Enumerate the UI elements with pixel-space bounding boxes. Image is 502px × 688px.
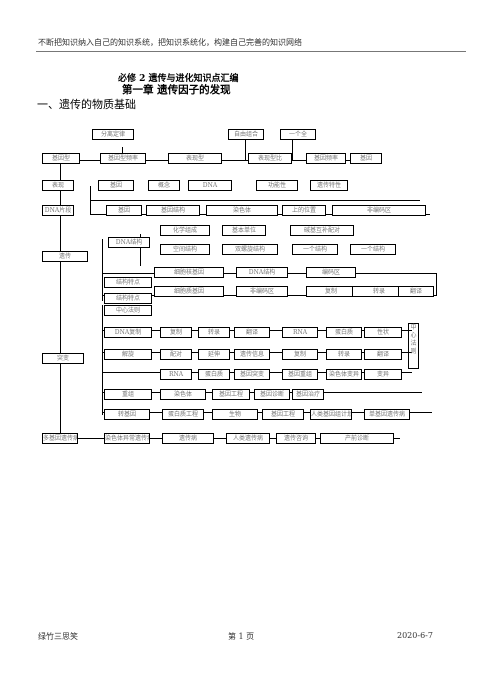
diagram-node: 基因治疗 <box>292 389 324 400</box>
diagram-node: 人类遗传病 <box>226 433 270 444</box>
diagram-node: 性状 <box>364 327 402 338</box>
diagram-node: RNA <box>160 369 192 380</box>
diagram-node: 碱基互补配对 <box>290 225 354 236</box>
diagram-node: 一个结构 <box>350 244 396 255</box>
diagram-node: DNA <box>188 180 232 191</box>
diagram-node: 染色体变异 <box>326 369 362 380</box>
diagram-node: 基因重组 <box>282 369 318 380</box>
diagram-node: 基因型频率 <box>100 153 146 164</box>
central-dogma-label: 中心法则 <box>408 323 419 369</box>
diagram-node: DNA结构 <box>236 267 288 278</box>
diagram-node: 翻译 <box>234 327 270 338</box>
diagram-node: 中心法则 <box>104 305 152 316</box>
diagram-node: 单基因遗传病 <box>364 409 410 420</box>
connector <box>245 138 246 160</box>
diagram-node: 基因工程 <box>262 409 304 420</box>
diagram-node: 非编码区 <box>332 205 426 216</box>
diagram-node: DNA复制 <box>104 327 152 338</box>
diagram-node: 基因诊断 <box>254 389 290 400</box>
diagram-node: 一个全 <box>280 129 316 140</box>
diagram-node: 转基因 <box>104 409 150 420</box>
diagram-node: 非编码区 <box>236 286 288 297</box>
section-title: 一、遗传的物质基础 <box>37 98 136 111</box>
diagram-node: 概念 <box>148 180 180 191</box>
diagram-node: 编码区 <box>306 267 356 278</box>
connector <box>140 234 141 266</box>
diagram-node: 基因结构 <box>146 205 200 216</box>
diagram-node: 转录 <box>326 349 362 360</box>
diagram-node: 配对 <box>160 349 192 360</box>
diagram-node: 细胞质基因 <box>154 286 224 297</box>
diagram-node: 表现型比 <box>248 153 292 164</box>
diagram-node: 复制 <box>306 286 356 297</box>
connector <box>102 305 103 415</box>
diagram-node: 基因 <box>350 153 382 164</box>
diagram-node: 表现 <box>42 180 74 191</box>
diagram-node: 蛋白质 <box>326 327 362 338</box>
diagram-node: 基因频率 <box>306 153 346 164</box>
diagram-node: 变异 <box>364 369 402 380</box>
diagram-node: 蛋白质 <box>198 369 230 380</box>
diagram-node: 翻译 <box>364 349 402 360</box>
footer-date: 2020-6-7 <box>397 631 433 640</box>
diagram-node: 基本单位 <box>222 225 266 236</box>
diagram-node: 染色体 <box>160 389 206 400</box>
diagram-node: 翻译 <box>398 286 434 297</box>
header-rule <box>36 51 466 52</box>
diagram-node: DNA结构 <box>108 237 150 248</box>
diagram-node: 上的位置 <box>282 205 326 216</box>
connector <box>90 200 420 201</box>
diagram-node: 突变 <box>42 353 84 364</box>
diagram-node: 复制 <box>282 349 318 360</box>
diagram-node: 功能性 <box>256 180 298 191</box>
diagram-node: 多基因遗传病 <box>42 433 78 444</box>
diagram-node: 重组 <box>104 389 152 400</box>
diagram-node: 转录 <box>198 327 230 338</box>
footer-left: 绿竹三思笑 <box>38 632 78 641</box>
diagram-node: DNA片段 <box>42 205 74 216</box>
connector <box>436 273 437 295</box>
diagram-node: 遗传 <box>42 251 88 262</box>
diagram-node: 分离定律 <box>92 129 134 140</box>
diagram-node: 复制 <box>160 327 192 338</box>
diagram-node: RNA <box>282 327 318 338</box>
diagram-node: 产前诊断 <box>320 433 394 444</box>
diagram-node: 人类基因组计划 <box>310 409 352 420</box>
doc-title: 必修 2 遗传与进化知识点汇编 <box>118 74 239 84</box>
diagram-node: 表现型 <box>168 153 222 164</box>
diagram-node: 解旋 <box>104 349 152 360</box>
diagram-node: 基因工程 <box>212 389 250 400</box>
diagram-node: 基因型 <box>42 153 80 164</box>
diagram-node: 空间结构 <box>160 244 210 255</box>
diagram-node: 生物 <box>212 409 258 420</box>
diagram-node: 染色体异常遗传病 <box>104 433 150 444</box>
diagram-node: 遗传病 <box>162 433 214 444</box>
connector <box>292 138 293 160</box>
diagram-node: 基因 <box>98 180 134 191</box>
diagram-node: 基因突变 <box>234 369 270 380</box>
diagram-node: 延伸 <box>198 349 230 360</box>
diagram-node: 遗传信息 <box>234 349 270 360</box>
connector <box>102 239 103 301</box>
diagram-node: 化学组成 <box>160 225 210 236</box>
diagram-node: 遗传咨询 <box>276 433 316 444</box>
diagram-node: 蛋白质工程 <box>162 409 204 420</box>
diagram-node: 遗传特性 <box>310 180 348 191</box>
diagram-node: 一个结构 <box>292 244 338 255</box>
connector <box>60 160 61 438</box>
diagram-node: 自由组合 <box>228 129 264 140</box>
chapter-title: 第一章 遗传因子的发现 <box>122 84 231 96</box>
diagram-node: 结构特点 <box>104 277 152 288</box>
diagram-node: 基因 <box>106 205 142 216</box>
diagram-node: 细胞核基因 <box>154 267 224 278</box>
diagram-node: 结构特点 <box>104 293 152 304</box>
diagram-node: 双螺旋结构 <box>222 244 278 255</box>
diagram-node: 染色体 <box>206 205 278 216</box>
footer-page: 第 1 页 <box>228 632 255 641</box>
page-header: 不断把知识纳入自己的知识系统，把知识系统化，构建自己完善的知识网络 <box>38 38 302 47</box>
